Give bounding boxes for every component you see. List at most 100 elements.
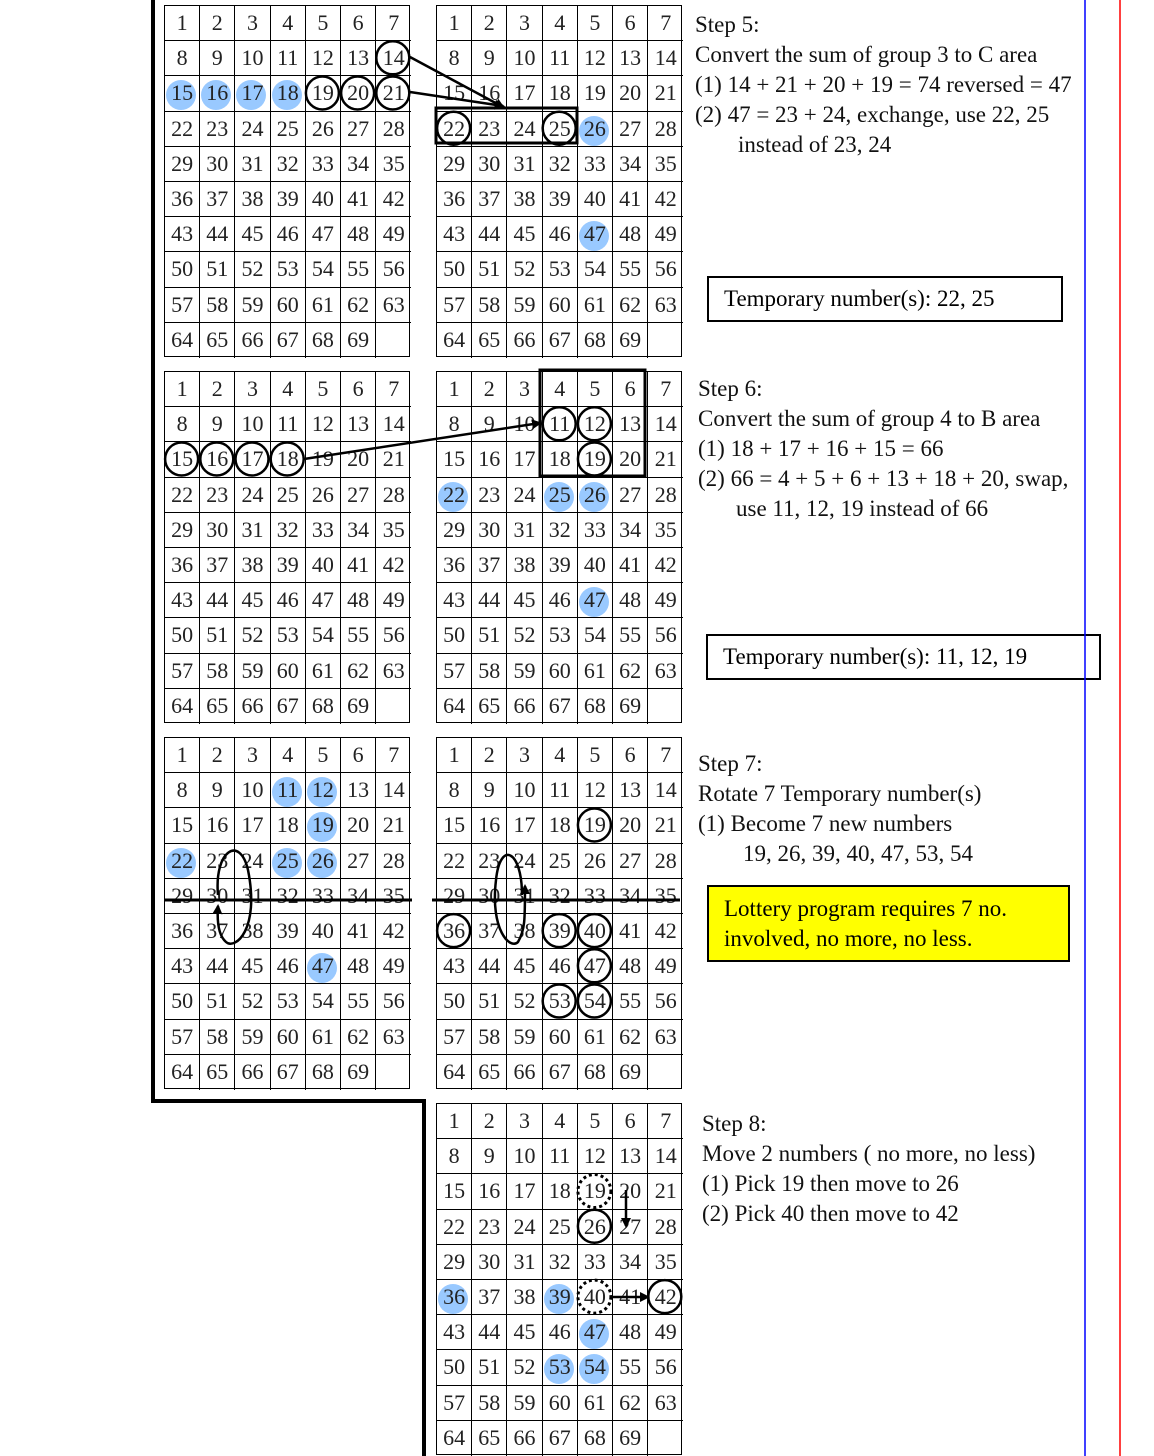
grid-cell: 7	[376, 738, 412, 774]
grid-cell: 65	[472, 688, 508, 724]
grid-cell: 22	[437, 111, 473, 147]
grid-cell: 34	[341, 878, 377, 914]
grid-cell: 44	[472, 583, 508, 619]
grid-cell: 58	[472, 1019, 508, 1055]
grid-cell: 61	[577, 287, 613, 323]
grid-cell: 54	[577, 984, 613, 1020]
grid-cell: 50	[437, 1350, 473, 1386]
grid-cell: 31	[507, 146, 543, 182]
grid-cell: 20	[341, 808, 377, 844]
grid-cell: 43	[165, 583, 201, 619]
grid-cell: 5	[577, 372, 613, 408]
step7-note-line1: Lottery program requires 7 no.	[724, 895, 1007, 921]
grid-cell: 29	[437, 878, 473, 914]
grid-cell: 30	[200, 512, 236, 548]
grid-cell: 69	[341, 688, 377, 724]
grid-cell: 30	[472, 1244, 508, 1280]
grid-cell: 33	[577, 878, 613, 914]
grid-cell: 7	[648, 6, 684, 42]
grid-cell: 57	[437, 653, 473, 689]
step7-line1: Rotate 7 Temporary number(s)	[698, 781, 982, 806]
grid-cell: 3	[507, 6, 543, 42]
grid-cell: 64	[437, 1054, 473, 1090]
step7-note-line2: involved, no more, no less.	[724, 925, 973, 951]
step5-line3: (2) 47 = 23 + 24, exchange, use 22, 25	[695, 102, 1050, 127]
grid-cell: 62	[613, 653, 649, 689]
grid-cell: 24	[507, 843, 543, 879]
grid-cell: 40	[305, 548, 341, 584]
grid-cell: 2	[200, 738, 236, 774]
grid-cell: 34	[341, 512, 377, 548]
step7-title: Step 7:	[698, 751, 763, 776]
grid-cell: 45	[235, 949, 271, 985]
grid-cell: 44	[200, 949, 236, 985]
grid-cell: 9	[472, 41, 508, 77]
grid-cell: 1	[165, 738, 201, 774]
grid-cell	[376, 1055, 411, 1090]
step5-temp-box: Temporary number(s): 22, 25	[707, 276, 1063, 322]
grid-cell: 46	[542, 217, 578, 253]
grid-cell: 36	[165, 182, 201, 218]
grid-cell: 8	[165, 41, 201, 77]
grid-cell: 46	[270, 583, 306, 619]
grid-cell: 10	[235, 41, 271, 77]
grid-cell: 47	[577, 949, 613, 985]
grid-cell: 8	[437, 41, 473, 77]
grid-cell: 40	[305, 182, 341, 218]
highlight-dot	[578, 1354, 609, 1385]
grid-cell: 69	[613, 1054, 649, 1090]
grid-cell: 35	[648, 513, 684, 548]
grid-cell: 69	[341, 1054, 377, 1090]
grid-cell: 21	[376, 808, 412, 844]
grid-cell: 36	[165, 548, 201, 584]
grid-cell: 8	[437, 773, 473, 809]
grid-cell: 64	[437, 1420, 473, 1456]
grid-cell: 28	[648, 1210, 684, 1245]
grid-cell: 55	[613, 1350, 649, 1386]
grid-cell: 22	[165, 477, 201, 513]
grid-cell: 33	[577, 146, 613, 182]
step6-line4: use 11, 12, 19 instead of 66	[736, 496, 989, 521]
grid-cell: 62	[613, 287, 649, 323]
grid-cell: 18	[542, 1174, 578, 1210]
grid-cell: 32	[270, 146, 306, 182]
grid-cell: 1	[165, 372, 201, 408]
grid-cell: 55	[613, 252, 649, 288]
grid-cell: 11	[270, 41, 306, 77]
grid-cell: 21	[648, 442, 684, 478]
grid-cell: 4	[270, 738, 306, 774]
grid-cell: 36	[437, 1280, 473, 1316]
grid-cell: 15	[165, 442, 201, 478]
grid-cell: 55	[613, 618, 649, 654]
grid-cell: 67	[271, 322, 306, 358]
grid-cell: 45	[507, 217, 543, 253]
grid-cell: 45	[507, 583, 543, 619]
highlight-dot	[578, 115, 609, 146]
grid-cell: 11	[542, 41, 578, 77]
grid-cell: 35	[376, 147, 412, 182]
grid-cell: 30	[200, 878, 236, 914]
grid-cell: 39	[542, 182, 578, 218]
grid-cell: 48	[613, 949, 649, 985]
grid-cell: 5	[305, 6, 341, 42]
grid-cell: 43	[437, 1315, 473, 1351]
grid-cell: 23	[472, 477, 508, 513]
grid-cell: 36	[437, 914, 473, 950]
grid-cell: 14	[648, 41, 684, 77]
grid-cell: 40	[305, 914, 341, 950]
grid-cell: 28	[376, 478, 412, 513]
grid-cell: 62	[613, 1385, 649, 1421]
grid-cell: 63	[376, 1020, 412, 1055]
grid-cell: 12	[305, 41, 341, 77]
grid-cell: 21	[376, 442, 412, 478]
grid-cell: 63	[376, 288, 412, 323]
grid-cell: 19	[305, 442, 341, 478]
grid-cell: 58	[200, 653, 236, 689]
grid-cell: 35	[648, 1245, 684, 1280]
grid-cell: 45	[507, 1315, 543, 1351]
grid-cell: 18	[542, 808, 578, 844]
grid-cell: 11	[270, 407, 306, 443]
grid-cell: 64	[165, 1054, 201, 1090]
